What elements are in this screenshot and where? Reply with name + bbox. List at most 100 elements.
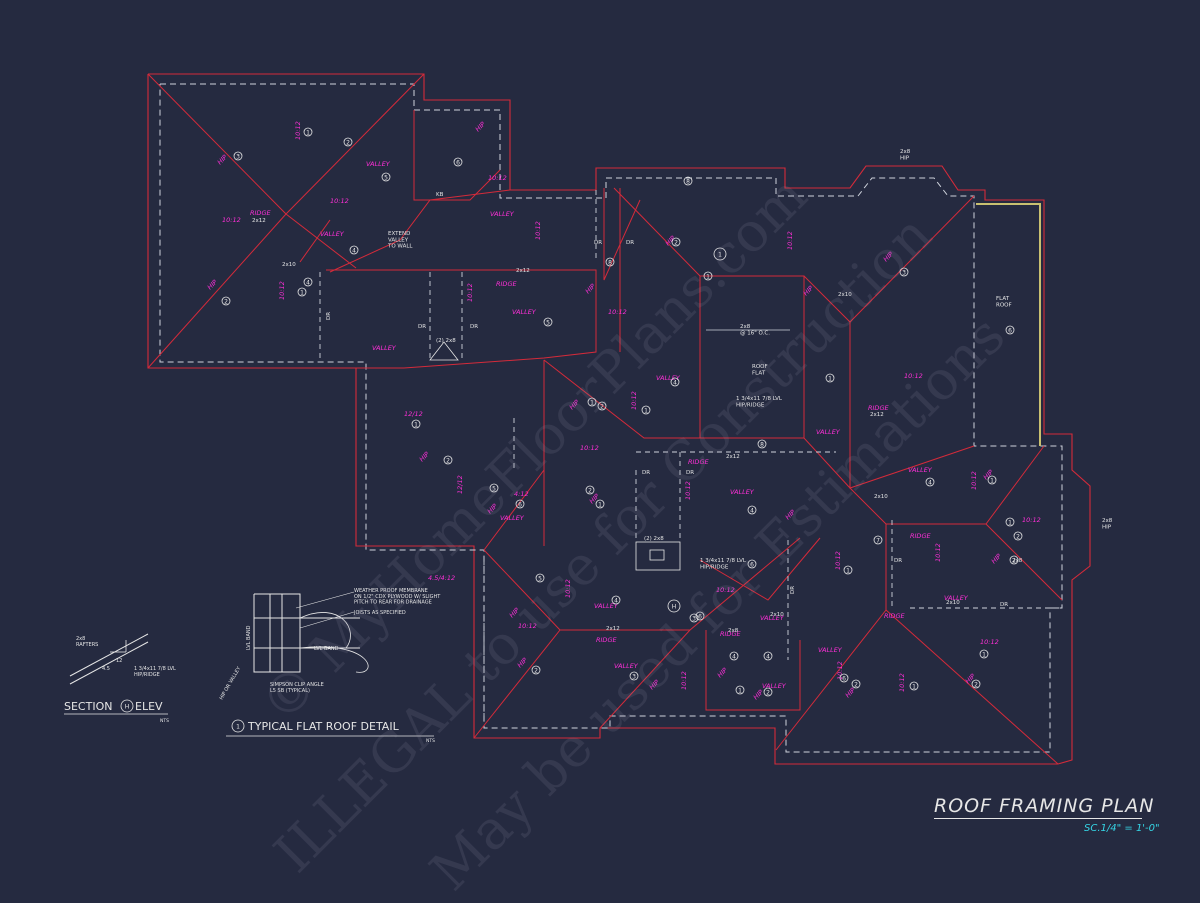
ref-circle-42 bbox=[971, 679, 981, 689]
flat-roof-ref bbox=[1005, 325, 1015, 335]
label-white-19: DR bbox=[686, 470, 694, 476]
ref-circle-30-num: 4 bbox=[614, 598, 618, 605]
section-callout-h-num: H bbox=[672, 604, 677, 611]
detail-leader-membrane bbox=[295, 591, 355, 609]
framing-line-25 bbox=[705, 630, 801, 711]
ref-circle-43-num: 1 bbox=[912, 684, 916, 691]
detail-number-circle-num: 1 bbox=[236, 724, 240, 731]
framing-line-10 bbox=[613, 187, 975, 323]
label-magenta-3: HIP bbox=[206, 278, 219, 291]
label-magenta-4: 10:12 bbox=[330, 197, 349, 205]
ref-circle-38-num: 2 bbox=[766, 690, 770, 697]
label-magenta-18: HIP bbox=[584, 282, 597, 295]
ref-circle-21 bbox=[411, 419, 421, 429]
ref-circle-36-num: 4 bbox=[766, 654, 770, 661]
label-magenta-8: VALLEY bbox=[366, 160, 391, 168]
label-magenta-48: 10:12 bbox=[834, 551, 842, 570]
ref-circle-50 bbox=[703, 271, 713, 281]
detail-joists-note: JOISTS AS SPECIFIED bbox=[353, 610, 406, 616]
label-magenta-31: 10:12 bbox=[580, 444, 599, 452]
label-white-15: 2x8@ 16" O.C. bbox=[740, 324, 770, 336]
framing-line-21 bbox=[483, 537, 801, 631]
ref-circle-39-num: 6 bbox=[842, 676, 846, 683]
label-magenta-12: 10:12 bbox=[534, 221, 542, 240]
ref-circle-46-num: 3 bbox=[692, 616, 696, 623]
label-white-31: 2x10 bbox=[770, 612, 784, 618]
label-magenta-49: HIP bbox=[784, 508, 797, 521]
wall-dashed-line bbox=[159, 83, 1063, 753]
ref-circle-34-num: 6 bbox=[750, 562, 754, 569]
ref-circle-31 bbox=[629, 671, 639, 681]
label-magenta-2: HIP bbox=[216, 153, 229, 166]
label-magenta-28: 12/12 bbox=[404, 410, 423, 418]
label-magenta-36: RIDGE bbox=[688, 458, 709, 466]
ref-circle-33 bbox=[695, 611, 705, 621]
ref-circle-12-num: 3 bbox=[902, 270, 906, 277]
framing-line-0 bbox=[147, 73, 425, 215]
label-magenta-66: VALLEY bbox=[818, 646, 843, 654]
framing-line-3 bbox=[329, 189, 511, 273]
section-marker bbox=[120, 699, 134, 713]
framing-line-11 bbox=[543, 276, 701, 439]
label-magenta-50: 4.5/4:12 bbox=[428, 574, 455, 582]
ref-circle-9 bbox=[543, 317, 553, 327]
framing-line-17 bbox=[775, 524, 887, 751]
ref-circle-15 bbox=[825, 373, 835, 383]
label-magenta-29: HIP bbox=[418, 450, 431, 463]
label-magenta-34: VALLEY bbox=[500, 514, 525, 522]
ref-circle-37 bbox=[735, 685, 745, 695]
framing-line-7 bbox=[603, 188, 641, 281]
framing-line-23 bbox=[599, 629, 691, 729]
ref-circle-27 bbox=[1009, 555, 1019, 565]
label-white-9: KB bbox=[436, 192, 444, 198]
ref-circle-2 bbox=[233, 151, 243, 161]
label-magenta-26: VALLEY bbox=[816, 428, 841, 436]
detail-curve-b bbox=[299, 646, 369, 673]
label-magenta-45: 10:12 bbox=[934, 543, 942, 562]
ref-circle-14-num: 4 bbox=[673, 380, 677, 387]
ref-circle-34 bbox=[747, 559, 757, 569]
label-magenta-37: 10:12 bbox=[684, 481, 692, 500]
ref-circle-48-num: 1 bbox=[598, 502, 602, 509]
ref-circle-7-num: 1 bbox=[300, 290, 304, 297]
ref-circle-40 bbox=[851, 679, 861, 689]
ref-circle-47 bbox=[585, 485, 595, 495]
ref-circle-39 bbox=[839, 673, 849, 683]
ref-circle-25 bbox=[1013, 531, 1023, 541]
framing-line-4 bbox=[413, 110, 501, 201]
label-white-16: 2x10 bbox=[838, 292, 852, 298]
ref-circle-13-num: 8 bbox=[686, 179, 690, 186]
section-nts: NTS bbox=[160, 718, 169, 724]
label-magenta-67: RIDGE bbox=[884, 612, 905, 620]
ref-circle-29 bbox=[535, 573, 545, 583]
label-magenta-35: HIP bbox=[486, 502, 499, 515]
section-rafter-line bbox=[69, 633, 149, 677]
ref-circle-37-num: 1 bbox=[738, 688, 742, 695]
label-magenta-46: HIP bbox=[990, 552, 1003, 565]
label-magenta-13: RIDGE bbox=[496, 280, 517, 288]
detail-title: TYPICAL FLAT ROOF DETAIL bbox=[247, 720, 400, 733]
label-white-25: 2x10 bbox=[946, 600, 960, 606]
ref-circle-3-num: 4 bbox=[352, 248, 356, 255]
ref-circle-47-num: 2 bbox=[588, 488, 592, 495]
section-pitch-45: 4.5 bbox=[102, 666, 110, 672]
ref-circle-27-num: 2 bbox=[1012, 558, 1016, 565]
ref-circle-36 bbox=[763, 651, 773, 661]
framing-line-20 bbox=[483, 469, 545, 551]
ref-circle-4-num: 5 bbox=[384, 175, 388, 182]
framing-line-2 bbox=[285, 213, 357, 269]
label-magenta-63: HIP bbox=[716, 666, 729, 679]
label-white-4: DR bbox=[418, 324, 426, 330]
label-white-8: (2) 2x8 bbox=[436, 338, 456, 344]
cupola-roof bbox=[429, 341, 459, 361]
detail-callout-1 bbox=[713, 247, 727, 261]
label-magenta-62: 10:12 bbox=[680, 671, 688, 690]
ref-circle-31-num: 3 bbox=[632, 674, 636, 681]
section-marker-num: H bbox=[125, 704, 130, 711]
framing-line-22 bbox=[473, 629, 561, 739]
label-white-0: 2x12 bbox=[252, 218, 266, 224]
